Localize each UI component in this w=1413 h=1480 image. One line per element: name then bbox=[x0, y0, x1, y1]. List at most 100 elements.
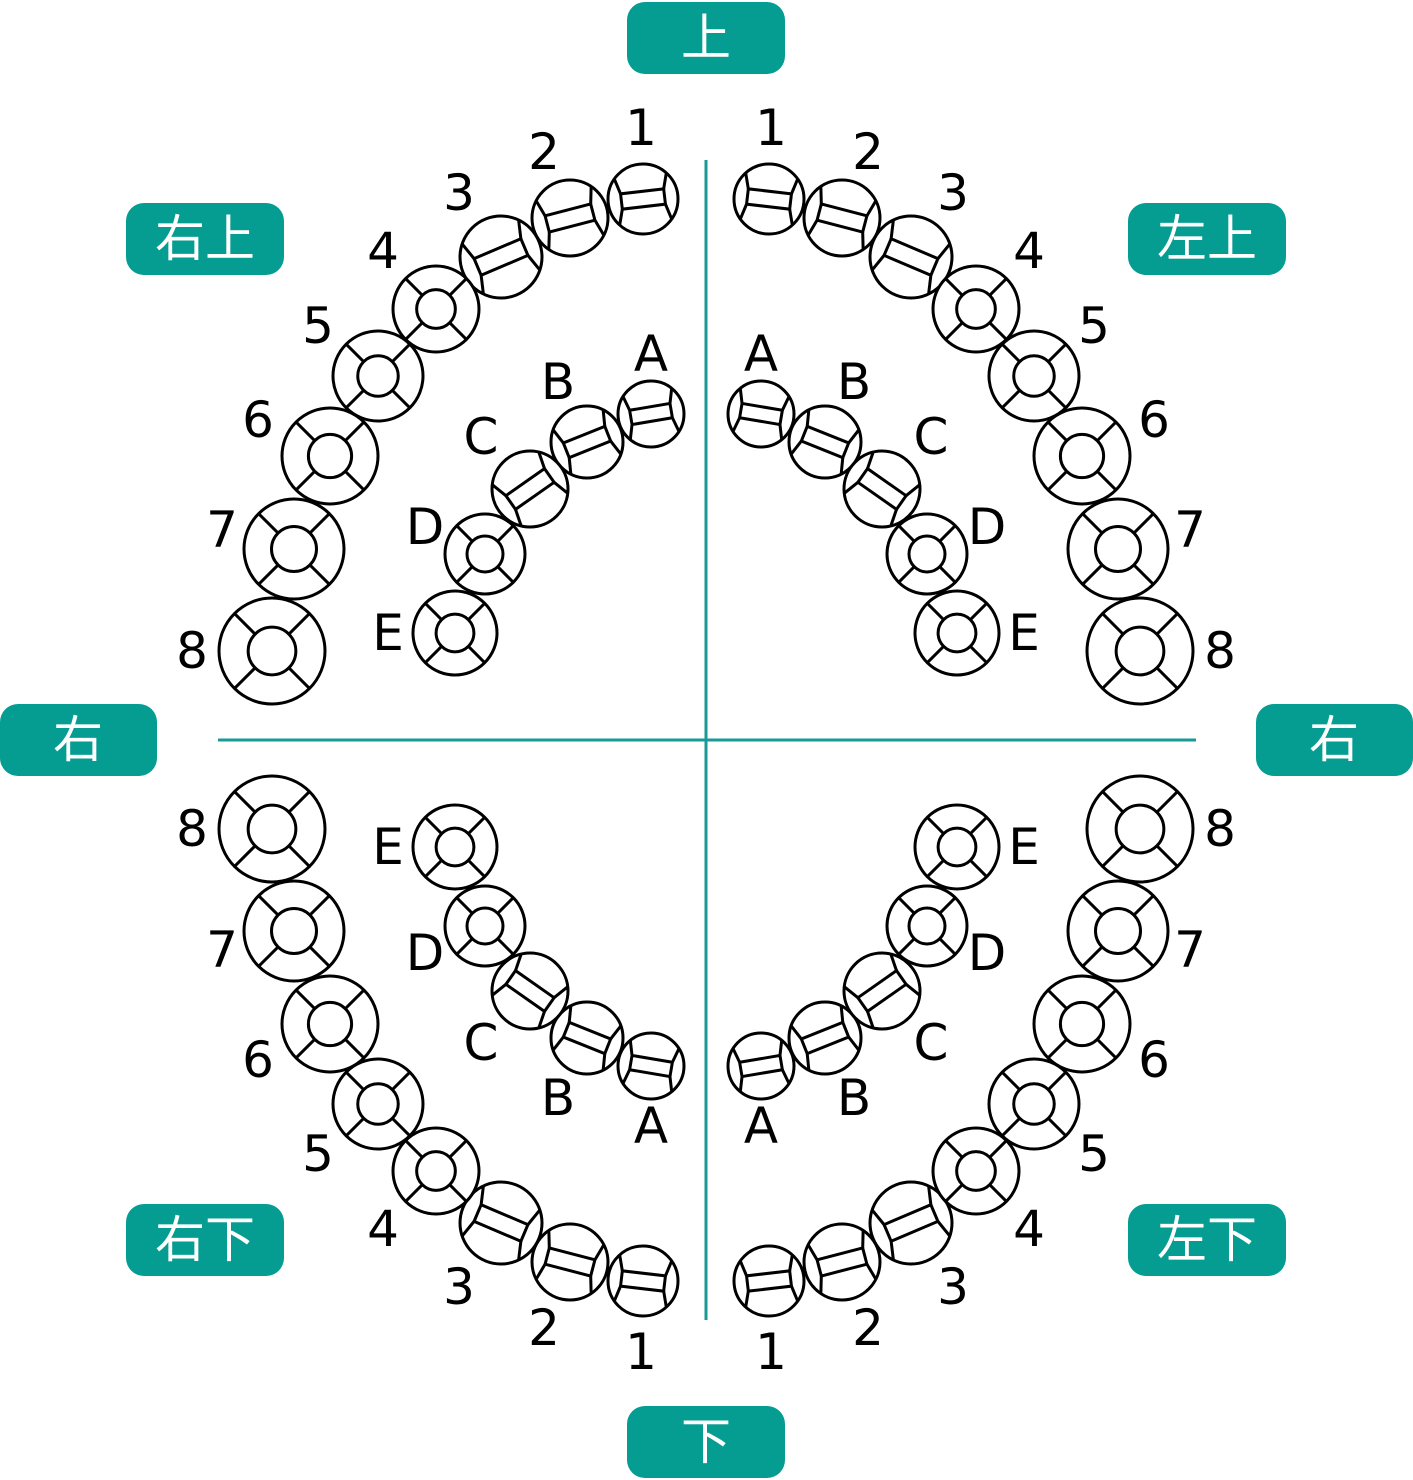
tooth-label-prim-ll-E: E bbox=[1008, 818, 1040, 876]
tooth-prim-ul-B bbox=[787, 404, 863, 480]
tooth-prim-ur-A bbox=[616, 379, 686, 449]
tooth-label-prim-lr-C: C bbox=[464, 1014, 499, 1072]
tooth-perm-ul-3 bbox=[868, 214, 954, 300]
tooth-prim-lr-C bbox=[490, 951, 570, 1031]
badge-left-side: 右 bbox=[1256, 704, 1413, 776]
svg-text:上: 上 bbox=[681, 9, 731, 67]
tooth-perm-lr-5 bbox=[331, 1057, 425, 1151]
tooth-prim-ur-D bbox=[443, 512, 527, 596]
tooth-label-perm-lr-7: 7 bbox=[206, 921, 238, 979]
tooth-perm-lr-2 bbox=[530, 1222, 610, 1302]
tooth-label-prim-ll-D: D bbox=[968, 924, 1007, 982]
tooth-prim-lr-A bbox=[616, 1031, 686, 1101]
tooth-label-perm-ur-3: 3 bbox=[443, 164, 475, 222]
tooth-label-prim-lr-A: A bbox=[634, 1097, 668, 1155]
tooth-perm-ll-4 bbox=[931, 1126, 1021, 1216]
tooth-perm-ul-5 bbox=[987, 329, 1081, 423]
tooth-label-perm-lr-8: 8 bbox=[176, 800, 208, 858]
tooth-label-perm-ul-7: 7 bbox=[1174, 501, 1206, 559]
tooth-prim-ul-E bbox=[913, 589, 1001, 677]
tooth-label-prim-ul-A: A bbox=[744, 325, 778, 383]
tooth-perm-ll-1 bbox=[732, 1244, 806, 1318]
tooth-perm-ul-1 bbox=[732, 162, 806, 236]
tooth-label-prim-ur-C: C bbox=[464, 408, 499, 466]
tooth-label-prim-ll-C: C bbox=[914, 1014, 949, 1072]
tooth-perm-ur-4 bbox=[391, 264, 481, 354]
tooth-perm-lr-7 bbox=[242, 879, 346, 983]
tooth-label-prim-ul-D: D bbox=[968, 498, 1007, 556]
tooth-perm-ll-2 bbox=[802, 1222, 882, 1302]
tooth-perm-lr-6 bbox=[280, 974, 380, 1074]
tooth-perm-lr-3 bbox=[458, 1180, 544, 1266]
tooth-label-prim-ur-D: D bbox=[406, 498, 445, 556]
tooth-label-perm-lr-5: 5 bbox=[302, 1125, 334, 1183]
svg-text:右下: 右下 bbox=[155, 1211, 255, 1269]
tooth-label-perm-lr-3: 3 bbox=[443, 1258, 475, 1316]
tooth-label-perm-ul-2: 2 bbox=[852, 123, 884, 181]
tooth-label-perm-lr-4: 4 bbox=[367, 1200, 399, 1258]
tooth-label-perm-ul-5: 5 bbox=[1078, 297, 1110, 355]
tooth-label-perm-ul-4: 4 bbox=[1013, 222, 1045, 280]
tooth-prim-ll-D bbox=[885, 884, 969, 968]
tooth-prim-ll-B bbox=[787, 1000, 863, 1076]
tooth-label-prim-lr-D: D bbox=[406, 924, 445, 982]
tooth-perm-ur-5 bbox=[331, 329, 425, 423]
tooth-prim-lr-B bbox=[549, 1000, 625, 1076]
tooth-prim-ur-B bbox=[549, 404, 625, 480]
tooth-label-perm-ll-6: 6 bbox=[1138, 1031, 1170, 1089]
tooth-perm-ll-8 bbox=[1085, 774, 1195, 884]
tooth-perm-ur-8 bbox=[217, 596, 327, 706]
tooth-label-perm-ll-4: 4 bbox=[1013, 1200, 1045, 1258]
tooth-perm-ll-3 bbox=[868, 1180, 954, 1266]
tooth-perm-ur-7 bbox=[242, 497, 346, 601]
svg-text:左下: 左下 bbox=[1157, 1211, 1257, 1269]
tooth-label-perm-ur-2: 2 bbox=[528, 123, 560, 181]
tooth-prim-lr-D bbox=[443, 884, 527, 968]
badge-right-side: 右 bbox=[0, 704, 157, 776]
tooth-label-perm-ur-7: 7 bbox=[206, 501, 238, 559]
tooth-perm-ul-7 bbox=[1066, 497, 1170, 601]
tooth-label-prim-ur-E: E bbox=[372, 604, 404, 662]
tooth-perm-lr-1 bbox=[606, 1244, 680, 1318]
tooth-prim-ul-D bbox=[885, 512, 969, 596]
tooth-label-perm-ur-1: 1 bbox=[625, 99, 657, 157]
tooth-prim-ll-A bbox=[726, 1031, 796, 1101]
badge-top: 上 bbox=[627, 2, 785, 74]
tooth-label-perm-ur-4: 4 bbox=[367, 222, 399, 280]
tooth-perm-ll-7 bbox=[1066, 879, 1170, 983]
tooth-prim-ur-E bbox=[411, 589, 499, 677]
svg-text:右: 右 bbox=[1309, 711, 1359, 769]
tooth-prim-lr-E bbox=[411, 803, 499, 891]
tooth-label-prim-ll-B: B bbox=[837, 1069, 871, 1127]
tooth-prim-ul-A bbox=[726, 379, 796, 449]
tooth-label-prim-lr-E: E bbox=[372, 818, 404, 876]
tooth-prim-ur-C bbox=[490, 449, 570, 529]
tooth-label-prim-ul-C: C bbox=[914, 408, 949, 466]
tooth-label-prim-ul-B: B bbox=[837, 353, 871, 411]
tooth-perm-ul-2 bbox=[802, 178, 882, 258]
tooth-perm-ll-5 bbox=[987, 1057, 1081, 1151]
tooth-perm-ll-6 bbox=[1032, 974, 1132, 1074]
tooth-perm-ul-4 bbox=[931, 264, 1021, 354]
tooth-label-perm-ur-6: 6 bbox=[242, 391, 274, 449]
tooth-perm-ul-6 bbox=[1032, 406, 1132, 506]
tooth-label-perm-lr-2: 2 bbox=[528, 1299, 560, 1357]
tooth-label-prim-lr-B: B bbox=[541, 1069, 575, 1127]
tooth-perm-ur-3 bbox=[458, 214, 544, 300]
tooth-label-perm-ll-2: 2 bbox=[852, 1299, 884, 1357]
tooth-label-perm-ul-8: 8 bbox=[1204, 622, 1236, 680]
tooth-label-perm-ur-8: 8 bbox=[176, 622, 208, 680]
tooth-label-perm-ul-3: 3 bbox=[937, 164, 969, 222]
badge-lower-left: 左下 bbox=[1128, 1204, 1286, 1276]
svg-text:右: 右 bbox=[53, 711, 103, 769]
tooth-label-prim-ul-E: E bbox=[1008, 604, 1040, 662]
tooth-label-perm-ll-7: 7 bbox=[1174, 921, 1206, 979]
tooth-prim-ll-E bbox=[913, 803, 1001, 891]
tooth-perm-ul-8 bbox=[1085, 596, 1195, 706]
badge-bottom: 下 bbox=[627, 1406, 785, 1478]
tooth-label-prim-ll-A: A bbox=[744, 1097, 778, 1155]
tooth-prim-ul-C bbox=[842, 449, 922, 529]
